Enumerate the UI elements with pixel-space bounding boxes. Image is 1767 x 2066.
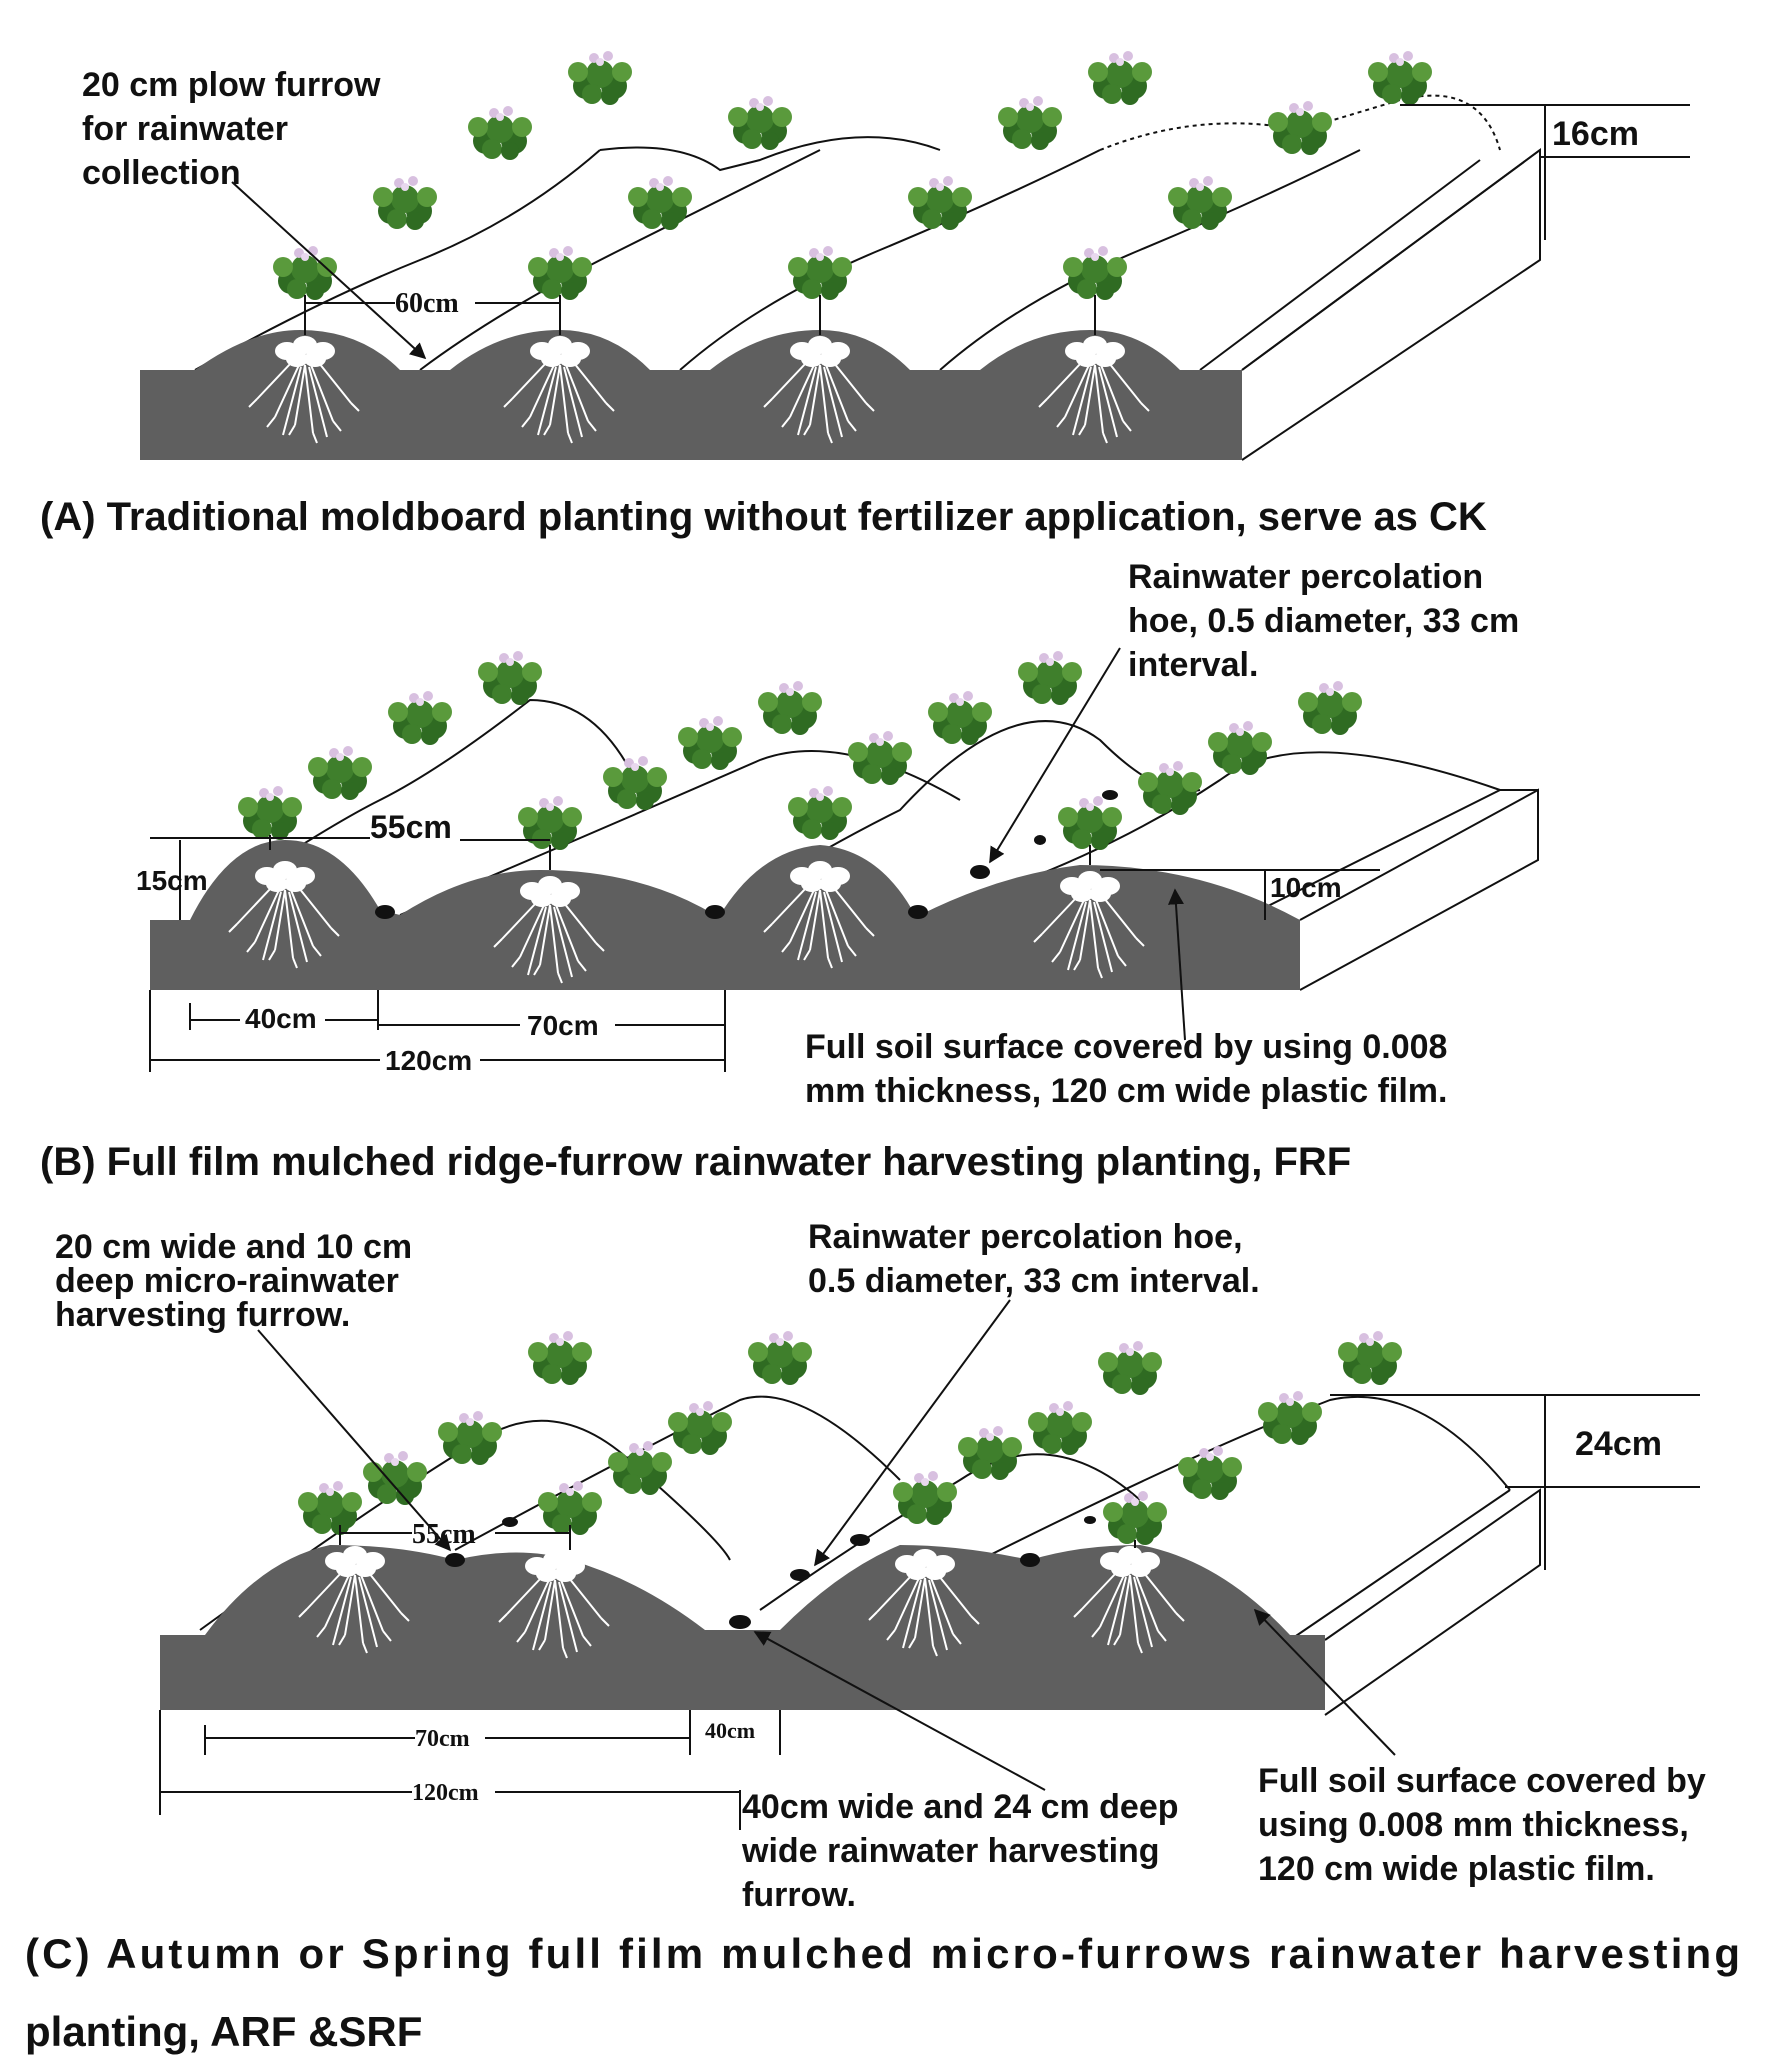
panel-b-hoe-callout: Rainwater percolation hoe, 0.5 diameter,… — [1128, 558, 1529, 684]
panel-c-stems — [339, 1525, 1136, 1550]
panel-a-soil — [140, 330, 1242, 460]
panel-c-wide-leader — [753, 1631, 1046, 1791]
panel-b: Rainwater percolation hoe, 0.5 diameter,… — [40, 558, 1539, 1184]
panel-c: 20 cm wide and 10 cm deep micro-rainwate… — [25, 1218, 1740, 2055]
panel-b-hoe-leader — [989, 647, 1121, 864]
panel-c-micro-callout: 20 cm wide and 10 cm deep micro-rainwate… — [55, 1228, 422, 1334]
panel-b-hoes — [375, 790, 1118, 919]
panel-c-dim-55-label: 55cm — [412, 1519, 476, 1550]
panel-a-dim-60: 60cm — [305, 288, 560, 319]
panel-b-dim-10-label: 10cm — [1270, 872, 1342, 903]
panel-c-film-leader — [1253, 1608, 1396, 1756]
panel-c-bed-3d — [1289, 1488, 1541, 1716]
panel-a-bed-3d — [1199, 148, 1541, 461]
panel-c-caption-line2: planting, ARF &SRF — [25, 2008, 422, 2055]
panel-b-soil — [150, 840, 1300, 990]
panel-a-caption: (A) Traditional moldboard planting witho… — [40, 495, 1487, 539]
panel-a-dim-16-label: 16cm — [1552, 115, 1639, 153]
panel-b-dim-55 — [150, 837, 550, 841]
panel-a-dim-16 — [1400, 104, 1690, 240]
panel-a-dim-60-label: 60cm — [395, 288, 459, 319]
panel-b-dim-70-label: 70cm — [527, 1010, 599, 1041]
panel-c-dim-24-label: 24cm — [1575, 1425, 1662, 1463]
panel-b-dim-15-label: 15cm — [136, 865, 208, 896]
panel-b-dim-bars — [149, 990, 726, 1072]
panel-b-dim-10 — [1100, 869, 1380, 920]
panel-b-dim-120-label: 120cm — [385, 1045, 472, 1076]
panel-b-caption: (B) Full film mulched ridge-furrow rainw… — [40, 1140, 1351, 1184]
panel-c-dim-120-label: 120cm — [412, 1780, 479, 1806]
panel-b-film-callout: Full soil surface covered by using 0.008… — [805, 1028, 1457, 1110]
panel-c-caption-line1: (C) Autumn or Spring full film mulched m… — [25, 1930, 1740, 1977]
panel-c-film-callout: Full soil surface covered by using 0.008… — [1258, 1762, 1715, 1888]
panel-c-dim-40-label: 40cm — [705, 1718, 755, 1743]
panel-c-micro-leader — [257, 1329, 452, 1552]
panel-c-hoe-callout: Rainwater percolation hoe, 0.5 diameter,… — [808, 1218, 1260, 1300]
panel-a-furrow-callout: 20 cm plow furrow for rainwater collecti… — [82, 66, 390, 192]
panel-b-film-leader — [1167, 888, 1186, 1041]
panel-a: 20 cm plow furrow for rainwater collecti… — [40, 51, 1690, 539]
panel-c-dim-bars — [159, 1710, 781, 1830]
panel-c-wide-callout: 40cm wide and 24 cm deep wide rainwater … — [741, 1788, 1188, 1914]
panel-b-dim-40-label: 40cm — [245, 1003, 317, 1034]
panel-a-stems — [304, 295, 1096, 335]
panel-c-hoe-leader — [814, 1299, 1011, 1567]
panel-c-dim-70-label: 70cm — [415, 1726, 470, 1752]
panel-b-dim-55-label: 55cm — [370, 809, 452, 845]
panel-c-hoes — [445, 1516, 1096, 1629]
panel-a-furrow-leader — [231, 181, 427, 360]
panel-c-soil — [160, 1545, 1325, 1710]
